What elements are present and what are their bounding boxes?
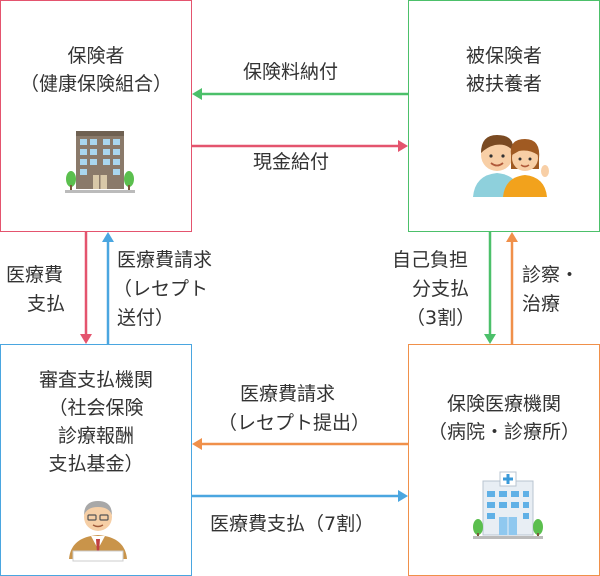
- office-building-icon: [65, 131, 135, 193]
- medical-institution-name: 保険医療機関: [446, 393, 561, 415]
- treatment-label-2: 治療: [522, 293, 561, 315]
- cash-benefit-arrow: [192, 140, 408, 152]
- medical-payment-label-1: 医療費: [6, 264, 64, 286]
- medical-payment-arrow: [80, 232, 92, 344]
- copay-label-1: 自己負担: [392, 249, 469, 271]
- insured-name: 被保険者: [465, 45, 542, 67]
- insured-box: 被保険者 被扶養者: [408, 0, 600, 232]
- insured-dependents: 被扶養者: [465, 73, 542, 95]
- medical-payment-label-2: 支払: [27, 293, 66, 315]
- copay-label-2: 分支払: [412, 278, 470, 300]
- claim-submit-label-2: （レセプト提出）: [218, 412, 371, 434]
- family-people-icon: [473, 135, 549, 197]
- insurer-subname: （健康保険組合）: [19, 73, 172, 95]
- claim-submit-arrow: [192, 438, 408, 450]
- treatment-label-1: 診察・: [522, 264, 580, 286]
- review-org-subname-2: 診療報酬: [57, 425, 134, 447]
- review-org-subname-1: （社会保険: [48, 397, 144, 419]
- review-org-subname-3: 支払基金）: [48, 453, 144, 475]
- claim-send-label-1: 医療費請求: [117, 249, 213, 271]
- payment-70-label: 医療費支払（7割）: [210, 513, 375, 535]
- review-org-box: 審査支払機関 （社会保険 診療報酬 支払基金）: [0, 344, 192, 576]
- copay-arrow: [484, 232, 496, 344]
- claim-submit-label-1: 医療費請求: [240, 383, 336, 405]
- claim-send-label-2: （レセプト: [113, 278, 209, 300]
- premium-label: 保険料納付: [243, 61, 339, 83]
- copay-label-3: （3割）: [406, 307, 476, 329]
- treatment-arrow: [506, 232, 518, 344]
- insurer-name: 保険者: [67, 45, 125, 67]
- clerk-person-icon: [69, 501, 127, 562]
- review-org-name: 審査支払機関: [38, 369, 153, 391]
- hospital-building-icon: [473, 471, 543, 539]
- payment-70-arrow: [192, 490, 408, 502]
- premium-arrow: [192, 88, 408, 100]
- claim-send-label-3: 送付）: [117, 307, 175, 329]
- medical-institution-subname: （病院・診療所）: [427, 421, 580, 443]
- insurer-box: 保険者 （健康保険組合）: [0, 0, 192, 232]
- claim-send-arrow: [102, 232, 114, 344]
- cash-benefit-label: 現金給付: [253, 151, 330, 173]
